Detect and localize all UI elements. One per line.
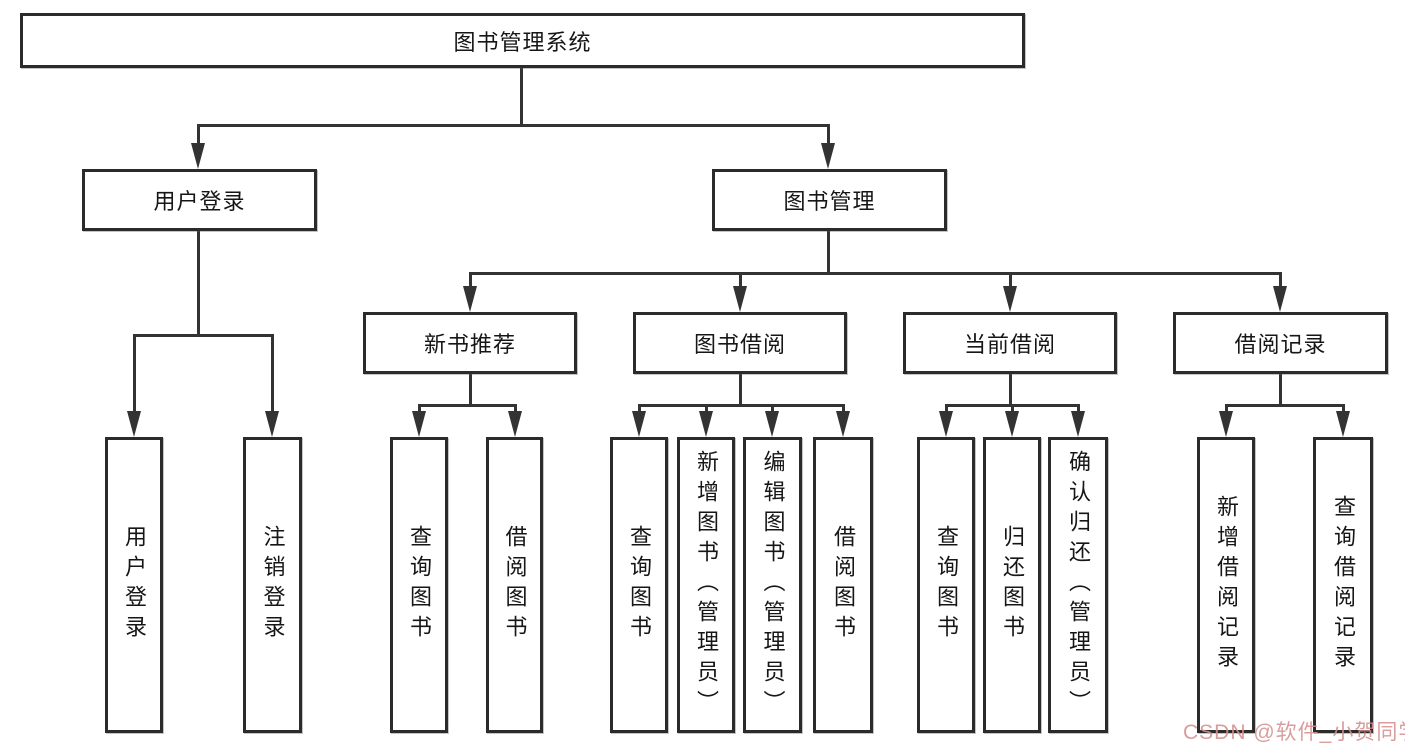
arrow-down-icon — [1005, 411, 1019, 437]
leaf-add-borrow-record: 新增借阅记录 — [1197, 437, 1255, 733]
arrow-down-icon — [1336, 411, 1350, 437]
leaf-borrow-book: 借阅图书 — [813, 437, 873, 733]
leaf-logout: 注销登录 — [243, 437, 302, 733]
connector-line — [514, 405, 517, 415]
connector-line — [197, 231, 200, 336]
connector-line — [1009, 274, 1012, 288]
connector-line — [827, 231, 830, 274]
arrow-down-icon — [699, 411, 713, 437]
node-current-borrow: 当前借阅 — [903, 312, 1117, 374]
arrow-down-icon — [463, 286, 477, 312]
arrow-down-icon — [632, 411, 646, 437]
connector-line — [520, 68, 523, 126]
arrow-down-icon — [412, 411, 426, 437]
leaf-return-book: 归还图书 — [983, 437, 1041, 733]
csdn-watermark: CSDN @软件_小贺同学 — [1183, 721, 1405, 744]
connector-line — [133, 336, 136, 414]
arrow-down-icon — [508, 411, 522, 437]
connector-line — [638, 405, 641, 415]
connector-line — [469, 272, 1282, 275]
connector-line — [1011, 405, 1014, 415]
arrow-down-icon — [836, 411, 850, 437]
connector-line — [1279, 374, 1282, 406]
connector-line — [1009, 374, 1012, 406]
connector-line — [418, 404, 517, 407]
leaf-query-borrow-record: 查询借阅记录 — [1313, 437, 1373, 733]
leaf-user-login: 用户登录 — [105, 437, 163, 733]
connector-line — [197, 124, 830, 127]
arrow-down-icon — [765, 411, 779, 437]
arrow-down-icon — [127, 411, 141, 437]
leaf-query-book-recommend: 查询图书 — [390, 437, 448, 733]
leaf-borrow-book-recommend: 借阅图书 — [486, 437, 543, 733]
connector-line — [133, 334, 274, 337]
connector-line — [739, 274, 742, 288]
arrow-down-icon — [939, 411, 953, 437]
node-book-borrow: 图书借阅 — [633, 312, 847, 374]
leaf-query-book-current: 查询图书 — [917, 437, 975, 733]
connector-line — [271, 336, 274, 414]
node-user-login: 用户登录 — [82, 169, 317, 231]
connector-line — [842, 405, 845, 415]
connector-line — [827, 126, 830, 146]
arrow-down-icon — [1219, 411, 1233, 437]
connector-line — [945, 405, 948, 415]
node-book-management: 图书管理 — [712, 169, 947, 231]
connector-line — [771, 405, 774, 415]
connector-line — [1279, 274, 1282, 288]
connector-line — [197, 126, 200, 146]
arrow-down-icon — [191, 143, 205, 169]
connector-line — [705, 405, 708, 415]
leaf-add-book-admin: 新增图书（管理员） — [677, 437, 735, 733]
leaf-confirm-return-admin: 确认归还（管理员） — [1048, 437, 1108, 733]
leaf-edit-book-admin: 编辑图书（管理员） — [743, 437, 802, 733]
connector-line — [1077, 405, 1080, 415]
arrow-down-icon — [1273, 286, 1287, 312]
node-borrow-record: 借阅记录 — [1173, 312, 1388, 374]
arrow-down-icon — [265, 411, 279, 437]
connector-line — [418, 405, 421, 415]
arrow-down-icon — [1071, 411, 1085, 437]
leaf-query-book-borrow: 查询图书 — [610, 437, 668, 733]
connector-line — [739, 374, 742, 406]
connector-line — [1225, 404, 1345, 407]
arrow-down-icon — [1003, 286, 1017, 312]
node-root: 图书管理系统 — [20, 13, 1025, 68]
node-new-book-recommend: 新书推荐 — [363, 312, 577, 374]
connector-line — [638, 404, 845, 407]
connector-line — [1342, 405, 1345, 415]
arrow-down-icon — [821, 143, 835, 169]
arrow-down-icon — [733, 286, 747, 312]
connector-line — [1225, 405, 1228, 415]
connector-line — [469, 374, 472, 406]
connector-line — [469, 274, 472, 288]
